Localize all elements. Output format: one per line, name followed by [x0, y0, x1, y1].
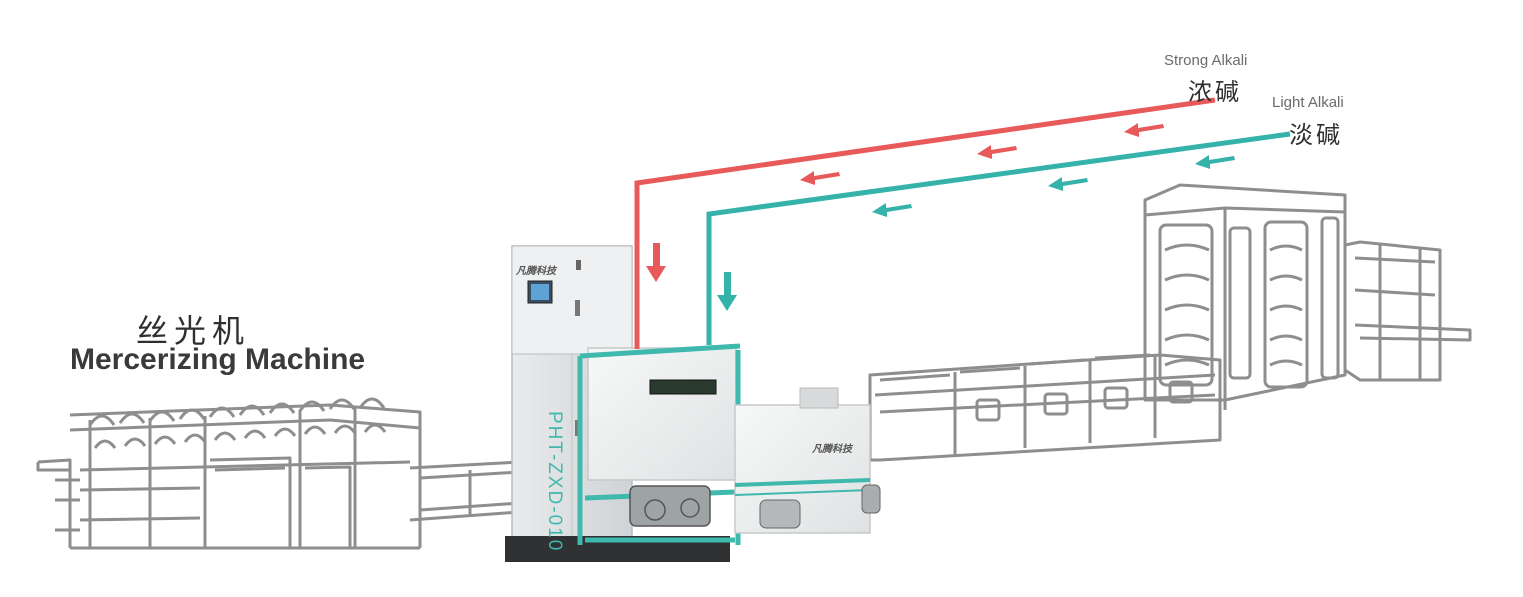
strong-alkali-label-en: Strong Alkali: [1164, 52, 1248, 69]
dosing-unit-brand-logo: 凡腾科技: [812, 444, 852, 455]
strong-alkali-label-cn: 浓碱: [1188, 78, 1242, 106]
machine-name-cn: 丝光机: [136, 312, 251, 350]
light-alkali-flow-arrows: [717, 155, 1235, 311]
light-alkali-label-en: Light Alkali: [1272, 94, 1344, 111]
machine-name-en: Mercerizing Machine: [70, 343, 366, 376]
light-alkali-pipe: [706, 131, 1291, 345]
device-model-label: PHT-ZXD-010: [544, 411, 565, 553]
mercerizing-machine-left-unit: [36, 397, 521, 550]
light-alkali-label-cn: 淡碱: [1289, 121, 1343, 149]
analyzer-unit: [577, 343, 741, 545]
strong-alkali-flow-arrows: [646, 123, 1164, 282]
dosing-unit: [734, 387, 881, 534]
mercerizing-machine-right-unit: [868, 183, 1472, 462]
cabinet-brand-logo: 凡腾科技: [516, 266, 556, 277]
strong-alkali-pipe: [634, 97, 1216, 349]
